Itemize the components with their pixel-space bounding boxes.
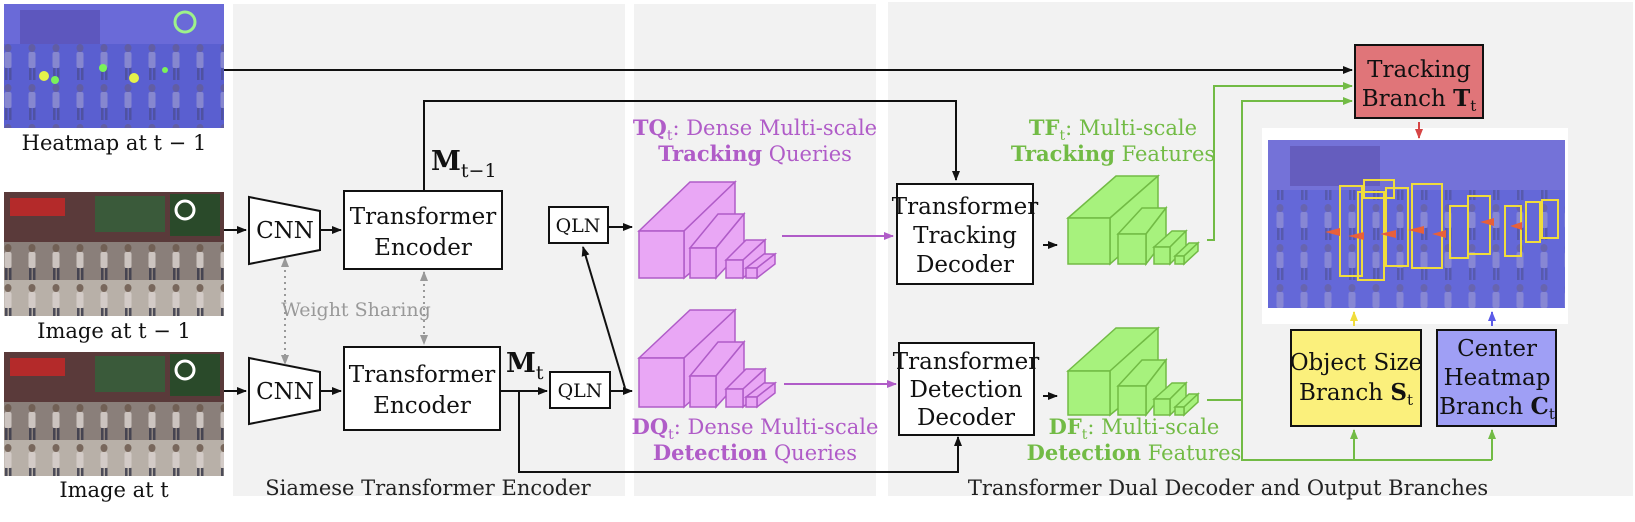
tracking-queries-line1: TQt: Dense Multi-scale xyxy=(633,115,877,144)
qln-bottom xyxy=(549,371,611,409)
heatmap-caption: Heatmap at t − 1 xyxy=(22,131,207,155)
detection-queries-line1: DQt: Dense Multi-scale xyxy=(632,414,879,443)
cnn-bottom-label: CNN xyxy=(256,379,314,405)
detection-features-line2: Detection Features xyxy=(1027,440,1242,465)
tracking-decoder-line3: Decoder xyxy=(916,252,1014,278)
image-prev xyxy=(4,192,224,316)
tracking-features-line2: Tracking Features xyxy=(1011,141,1215,166)
object-size-branch xyxy=(1290,329,1422,427)
weight-sharing-label: Weight Sharing xyxy=(281,299,431,321)
encoder-top-line2: Encoder xyxy=(374,235,472,261)
tracking-branch-line1: Tracking xyxy=(1367,57,1471,83)
tf-to-tracking-branch xyxy=(1207,82,1353,241)
df-to-tracking-branch xyxy=(1207,97,1353,401)
tracking-decoder-line1: Transformer xyxy=(892,194,1038,220)
qln-cross-arrow xyxy=(581,246,626,389)
detection-decoder xyxy=(898,342,1035,436)
tracking-features-line1: TFt: Multi-scale xyxy=(1029,115,1197,144)
memory-prev-label: Mt−1 xyxy=(431,146,497,182)
cnn-bottom xyxy=(248,356,321,426)
center-branch-line3: Branch Ct xyxy=(1439,393,1555,423)
image-current-caption: Image at t xyxy=(59,478,169,502)
qln-bottom-label: QLN xyxy=(558,380,603,402)
decoder-panel-caption: Transformer Dual Decoder and Output Bran… xyxy=(968,476,1488,500)
encoder-top-line1: Transformer xyxy=(350,204,496,230)
detection-queries-line2: Detection Queries xyxy=(653,440,857,465)
df-to-output-branches xyxy=(1241,400,1492,461)
tracking-decoder-line2: Tracking xyxy=(913,223,1017,249)
encoder-bottom-line1: Transformer xyxy=(349,362,495,388)
tracking-feature-cubes xyxy=(1066,174,1200,267)
memory-curr-label: Mt xyxy=(506,348,544,384)
image-prev-caption: Image at t − 1 xyxy=(37,319,191,343)
tracking-branch xyxy=(1354,44,1484,119)
detection-feature-cubes xyxy=(1066,326,1200,418)
qln-top-label: QLN xyxy=(556,215,601,237)
memory-prev-path xyxy=(423,100,960,191)
tracking-query-cubes xyxy=(637,180,778,280)
detection-features-line1: DFt: Multi-scale xyxy=(1049,414,1220,443)
cnn-top-label: CNN xyxy=(256,218,314,244)
detection-query-cubes xyxy=(637,308,778,409)
tracking-branch-line2: Branch Tt xyxy=(1362,85,1477,115)
center-heatmap-branch xyxy=(1436,329,1557,427)
detection-decoder-line1: Transformer xyxy=(893,349,1039,375)
transformer-encoder-top xyxy=(343,190,503,270)
detection-decoder-line3: Decoder xyxy=(917,405,1015,431)
center-branch-line2: Heatmap xyxy=(1444,365,1551,391)
center-branch-line1: Center xyxy=(1457,336,1537,362)
memory-to-detection-decoder-path xyxy=(518,391,962,473)
qln-top xyxy=(548,206,609,244)
encoder-bottom-line2: Encoder xyxy=(373,393,471,419)
cnn-top xyxy=(248,195,321,266)
tracking-queries-line2: Tracking Queries xyxy=(658,141,852,166)
image-current xyxy=(4,352,224,476)
transformer-encoder-bottom xyxy=(343,346,501,431)
detection-decoder-line2: Detection xyxy=(909,377,1022,403)
output-visualization xyxy=(1262,128,1568,324)
size-branch-line1: Object Size xyxy=(1290,350,1423,376)
size-branch-line2: Branch St xyxy=(1299,379,1413,409)
heatmap-image xyxy=(4,4,224,128)
encoder-panel-caption: Siamese Transformer Encoder xyxy=(265,476,591,500)
tracking-decoder xyxy=(896,183,1034,285)
